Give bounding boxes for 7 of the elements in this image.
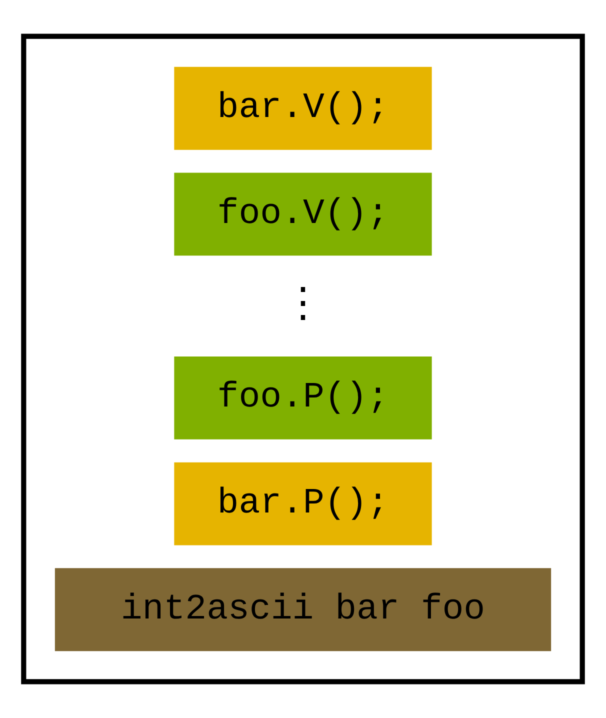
node-box: bar.P(); bbox=[174, 462, 432, 546]
node-box: foo.P(); bbox=[174, 356, 432, 440]
node-box: foo.V(); bbox=[174, 172, 432, 256]
node-box: int2ascii bar foo bbox=[54, 568, 552, 652]
node-box: bar.V(); bbox=[174, 66, 432, 150]
cluster bbox=[21, 34, 585, 684]
label: ⋮ bbox=[282, 283, 324, 330]
